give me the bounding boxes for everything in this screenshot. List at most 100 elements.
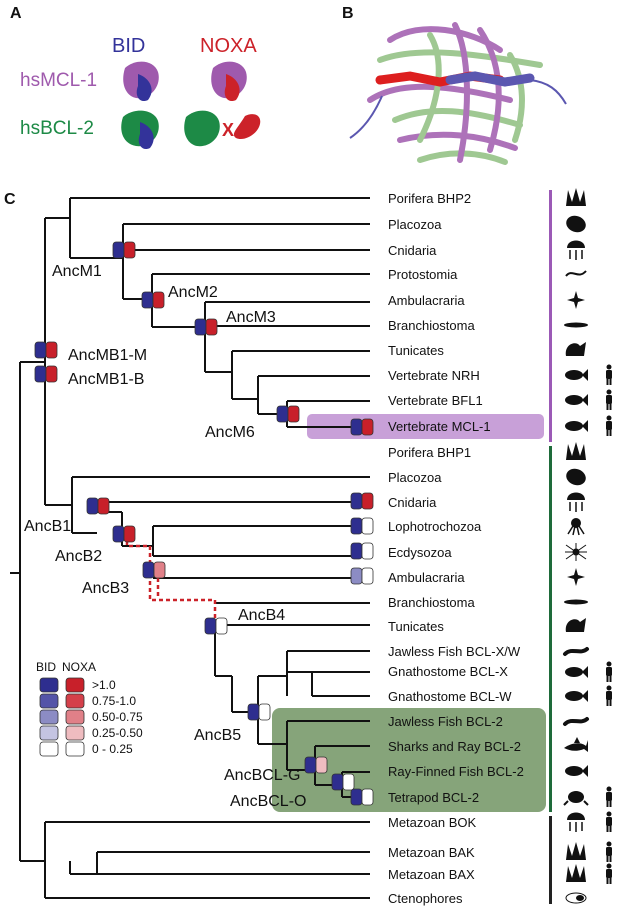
protein-structure-image <box>349 22 567 165</box>
fish2-icon <box>565 690 588 702</box>
bid-square <box>141 291 154 309</box>
tip-label: Tetrapod BCL-2 <box>388 790 479 805</box>
binding-badge <box>350 567 374 585</box>
noxa-square <box>361 542 374 560</box>
noxa-square <box>205 318 218 336</box>
bcl-clade-bar <box>549 446 552 812</box>
bid-square <box>112 525 125 543</box>
noxa-square <box>123 525 136 543</box>
noxa-square <box>123 241 136 259</box>
panel-a: A BID NOXA hsMCL-1 hsBCL-2 X <box>10 5 261 150</box>
tip-label: Tunicates <box>388 619 444 634</box>
tip-label: Vertebrate BFL1 <box>388 393 483 408</box>
binding-badge <box>204 617 228 635</box>
bcl2-noxa-no-binding-icon <box>184 110 261 147</box>
human-icon <box>606 863 612 884</box>
panel-b: B <box>342 5 567 165</box>
node-label-ancmb1-b: AncMB1-B <box>68 371 144 388</box>
noxa-square <box>287 405 300 423</box>
organism-silhouettes <box>563 188 589 904</box>
noxa-square <box>361 492 374 510</box>
fish-icon <box>565 765 588 777</box>
human-icon <box>606 811 612 832</box>
bid-square <box>34 341 47 359</box>
shark-icon <box>564 737 588 752</box>
worm-icon <box>565 270 587 277</box>
binding-badge <box>247 703 271 721</box>
noxa-square <box>361 418 374 436</box>
tip-label: Lophotrochozoa <box>388 519 482 534</box>
legend-bid-header: BID <box>36 660 56 674</box>
noxa-square <box>153 561 166 579</box>
noxa-square <box>152 291 165 309</box>
panel-a-label: A <box>10 5 22 22</box>
bid-square <box>350 567 363 585</box>
tunicate-icon <box>565 618 586 632</box>
lamprey-icon <box>563 647 589 656</box>
human-icon <box>606 685 612 706</box>
binding-badge <box>350 542 374 560</box>
binding-badge <box>142 561 166 579</box>
human-icon <box>606 841 612 862</box>
node-label-ancbcl-g: AncBCL-G <box>224 767 300 784</box>
tip-label: Vertebrate NRH <box>388 368 480 383</box>
bid-square <box>350 418 363 436</box>
bid-square <box>112 241 125 259</box>
noxa-square <box>97 497 110 515</box>
binding-badge <box>304 756 328 774</box>
jelly-icon <box>567 812 585 832</box>
mcl-clade-bar <box>549 190 552 442</box>
noxa-square <box>361 567 374 585</box>
legend-noxa-swatch <box>65 677 85 693</box>
tip-label: Porifera BHP1 <box>388 445 471 460</box>
tip-label: Ray-Finned Fish BCL-2 <box>388 764 524 779</box>
noxa-square <box>258 703 271 721</box>
noxa-square <box>45 341 58 359</box>
frog-icon <box>563 791 589 806</box>
binding-badge <box>350 788 374 806</box>
tip-label: Cnidaria <box>388 243 437 258</box>
tip-label: Branchiostoma <box>388 318 475 333</box>
tip-label: Branchiostoma <box>388 595 475 610</box>
legend-bin-label: 0.50-0.75 <box>92 710 143 724</box>
tip-label: Ambulacraria <box>388 570 465 585</box>
binding-badge <box>350 517 374 535</box>
bid-square <box>204 617 217 635</box>
node-label-ancb5: AncB5 <box>194 727 241 744</box>
tip-label: Ecdysozoa <box>388 545 452 560</box>
binding-badge <box>331 773 355 791</box>
bid-square <box>34 365 47 383</box>
sponge-icon <box>566 188 586 206</box>
legend-bid-swatch <box>39 677 59 693</box>
star-icon <box>567 568 585 586</box>
panel-c: C <box>4 188 612 906</box>
binding-badge <box>350 418 374 436</box>
fish-icon <box>565 369 588 381</box>
bid-square <box>247 703 260 721</box>
sponge-icon <box>566 864 586 882</box>
node-label-ancbcl-o: AncBCL-O <box>230 793 306 810</box>
mcl1-bid-complex-icon <box>123 61 159 102</box>
bid-square <box>276 405 289 423</box>
tunicate-icon <box>565 342 586 356</box>
bid-square <box>331 773 344 791</box>
no-binding-mark: X <box>222 120 234 140</box>
legend-row: >1.0 <box>39 677 116 693</box>
noxa-square <box>45 365 58 383</box>
human-icon <box>606 389 612 410</box>
tip-label: Ambulacraria <box>388 293 465 308</box>
fish-icon <box>565 394 588 406</box>
legend-row: 0.50-0.75 <box>39 709 143 725</box>
tip-label: Gnathostome BCL-W <box>388 689 512 704</box>
comb-icon <box>565 892 587 904</box>
tip-label: Cnidaria <box>388 495 437 510</box>
legend-noxa-swatch <box>65 693 85 709</box>
node-label-ancm3: AncM3 <box>226 309 276 326</box>
star-icon <box>567 291 585 309</box>
binding-badge <box>276 405 300 423</box>
legend-row: 0 - 0.25 <box>39 741 133 757</box>
noxa-square <box>215 617 228 635</box>
tip-label: Metazoan BAK <box>388 845 475 860</box>
binding-badge <box>34 365 58 383</box>
noxa-header: NOXA <box>200 35 257 57</box>
